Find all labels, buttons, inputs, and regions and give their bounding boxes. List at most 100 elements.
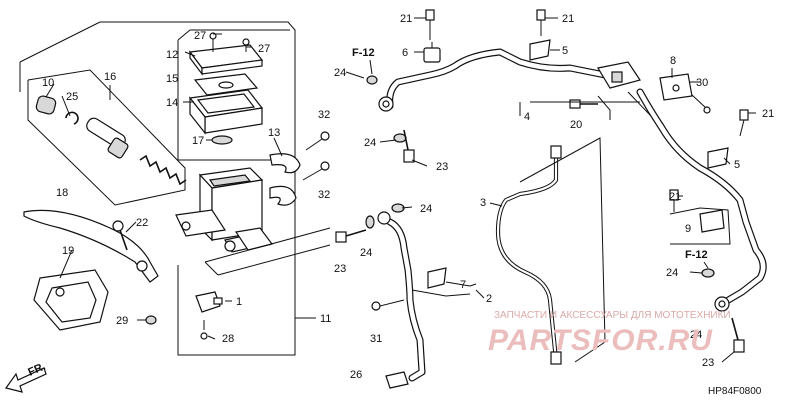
right-brake-hose [636, 88, 767, 306]
lever-bracket [33, 269, 109, 331]
clip-26 [385, 371, 409, 389]
diaphragm [188, 89, 264, 135]
callout-8: 8 [670, 55, 676, 67]
brake-lever [23, 209, 159, 283]
banjo-upper [378, 96, 394, 112]
callout-32: 32 [318, 189, 330, 201]
clamp-5-right [707, 147, 729, 169]
clamp-7-box [411, 281, 471, 297]
banjo-right [714, 296, 730, 312]
watermark-tagline: ЗАПЧАСТИ И АКСЕССУАРЫ ДЛЯ МОТОТЕХНИКИ [494, 310, 731, 321]
clamp-6 [423, 42, 441, 63]
clamp-5-upper [529, 39, 551, 61]
callout-3: 3 [480, 197, 486, 209]
lower-brake-hose [386, 218, 426, 382]
callout-27: 27 [194, 30, 206, 42]
callout-12: 12 [166, 49, 178, 61]
washer-24-upper-left [366, 75, 407, 143]
callout-32: 32 [318, 109, 330, 121]
callout-24: 24 [690, 329, 702, 341]
callout-11: 11 [320, 313, 331, 325]
diagram-code: HP84F0800 [708, 386, 762, 397]
callout-5: 5 [734, 159, 740, 171]
callouts: 27 27 12 15 14 16 10 25 17 13 32 32 18 2… [42, 13, 774, 381]
callout-6: 6 [402, 47, 408, 59]
clamp-7 [427, 267, 447, 289]
brake-switch [195, 291, 223, 313]
callout-19: 19 [62, 245, 74, 257]
callout-4: 4 [524, 111, 530, 123]
reservoir-plate [193, 73, 259, 96]
pipe-box [519, 137, 606, 363]
nut-29 [137, 315, 157, 325]
ref-f12-upper: F-12 [352, 47, 375, 59]
callout-30: 30 [696, 77, 708, 89]
callout-25: 25 [66, 91, 78, 103]
front-arrow-icon [4, 367, 47, 393]
callout-28: 28 [222, 333, 234, 345]
brake-pipe [495, 145, 562, 365]
piston [86, 117, 129, 159]
watermark-logo: PARTSFOR.RU [488, 324, 713, 357]
callout-22: 22 [136, 217, 148, 229]
callout-17: 17 [192, 135, 204, 147]
piston-cup [35, 95, 57, 115]
callout-21: 21 [669, 191, 681, 203]
bolt-20 [569, 99, 598, 109]
front-arrow-label: FR. [26, 361, 47, 379]
reservoir-cap [188, 32, 264, 76]
holder-clamp [269, 153, 301, 206]
bolt-32-lower [302, 161, 330, 181]
bolt-21-upper-right [536, 9, 546, 36]
callout-10: 10 [42, 77, 54, 89]
callout-26: 26 [350, 369, 362, 381]
three-way-joint [597, 61, 641, 89]
callout-31: 31 [370, 333, 382, 345]
bracket-9 [699, 209, 725, 233]
callout-7: 7 [460, 279, 466, 291]
seal-disc [206, 135, 233, 145]
bolt-31 [371, 299, 405, 311]
callout-24: 24 [420, 203, 432, 215]
callout-29: 29 [116, 315, 128, 327]
bolt-21-upper-left [425, 9, 435, 40]
callout-13: 13 [268, 127, 280, 139]
callout-24: 24 [666, 267, 678, 279]
callout-15: 15 [166, 73, 178, 85]
watermark: ЗАПЧАСТИ И АКСЕССУАРЫ ДЛЯ МОТОТЕХНИКИ PA… [488, 310, 731, 357]
bolt-21-bracket [669, 189, 679, 212]
circlip [65, 111, 79, 125]
front-arrow: FR. [4, 361, 47, 393]
master-cylinder-frame [19, 21, 305, 356]
callout-16: 16 [104, 71, 116, 83]
callout-23: 23 [436, 161, 448, 173]
bracket-8 [659, 73, 693, 101]
callout-9: 9 [685, 223, 691, 235]
master-cylinder-body [175, 167, 274, 253]
callout-14: 14 [166, 97, 178, 109]
bolt-32-upper [305, 131, 330, 151]
bolt-30 [691, 94, 711, 114]
bolt-21-right [739, 109, 749, 137]
f12-leaders [369, 59, 709, 269]
callout-5: 5 [562, 45, 568, 57]
leader-lines [45, 17, 756, 363]
washer-24-right [701, 268, 715, 278]
callout-24: 24 [334, 67, 346, 79]
screw-28 [200, 320, 208, 340]
bolt-23-lower [335, 229, 367, 243]
banjo-lower [377, 211, 391, 225]
callout-2: 2 [486, 293, 492, 305]
piston-spring [139, 154, 187, 186]
junction-leaders [530, 91, 673, 145]
bolt-23-right [731, 317, 745, 353]
upper-brake-hose [386, 48, 609, 110]
assembly-guide [204, 227, 331, 276]
callout-1: 1 [236, 296, 242, 308]
bracket-9-frame [669, 207, 731, 245]
callout-21: 21 [400, 13, 412, 25]
callout-27: 27 [258, 43, 270, 55]
washer-24-lower-a [365, 215, 375, 229]
piston-kit-box [27, 69, 186, 206]
